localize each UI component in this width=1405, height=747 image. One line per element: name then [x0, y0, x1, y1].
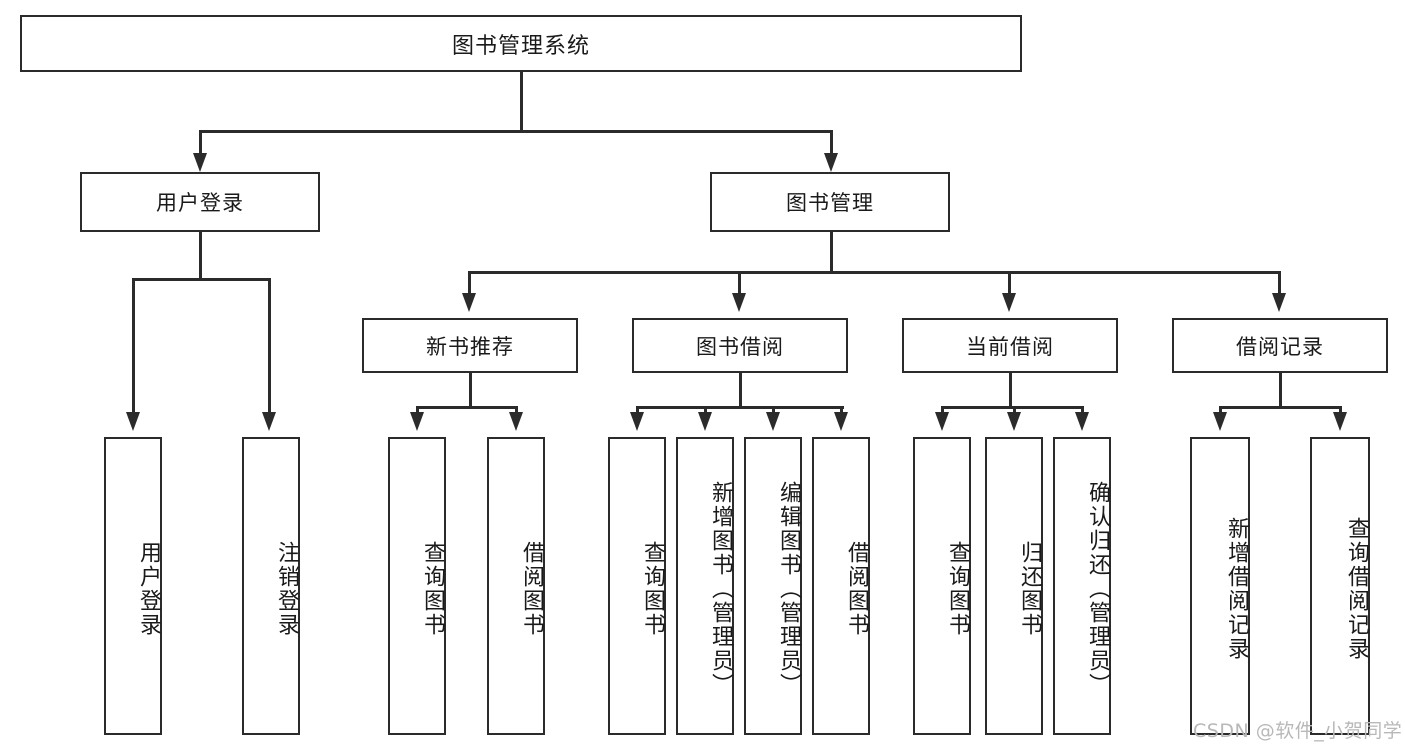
edge-record-drop-2	[1339, 406, 1342, 415]
edge-record-bus	[1219, 406, 1341, 409]
arrow-to-new-book-recommend	[462, 293, 476, 312]
edge-user-drop-1	[132, 278, 135, 415]
node-leaf-add-borrow-record[interactable]: 新增借阅记录	[1190, 437, 1250, 735]
arrow-to-current-borrow	[1002, 293, 1016, 312]
node-user-login[interactable]: 用户登录	[80, 172, 320, 232]
arrow-to-leaf-query-book-1	[410, 412, 424, 431]
edge-current-bus	[941, 406, 1083, 409]
edge-book-drop-3	[1008, 271, 1011, 295]
edge-root-drop-book	[830, 130, 833, 156]
arrow-to-leaf-add-record	[1213, 412, 1227, 431]
arrow-to-leaf-query-book-3	[935, 412, 949, 431]
node-leaf-query-book-recommend[interactable]: 查询图书	[388, 437, 446, 735]
node-leaf-query-book-borrow[interactable]: 查询图书	[608, 437, 666, 735]
edge-recommend-drop-2	[515, 406, 518, 415]
node-leaf-edit-book[interactable]: 编辑图书（管理员）	[744, 437, 802, 735]
node-label: 图书借阅	[696, 334, 784, 359]
arrow-to-leaf-borrow-book-2	[834, 412, 848, 431]
edge-book-drop-2	[738, 271, 741, 295]
node-leaf-add-book[interactable]: 新增图书（管理员）	[676, 437, 734, 735]
edge-current-drop-1	[941, 406, 944, 415]
edge-borrow-drop-4	[840, 406, 843, 415]
arrow-to-leaf-user-login	[126, 412, 140, 431]
node-leaf-logout[interactable]: 注销登录	[242, 437, 300, 735]
edge-root-bus	[199, 130, 833, 133]
edge-borrow-drop-3	[772, 406, 775, 415]
node-leaf-query-book-current[interactable]: 查询图书	[913, 437, 971, 735]
arrow-to-book-borrow	[732, 293, 746, 312]
edge-current-drop-3	[1081, 406, 1084, 415]
arrow-to-leaf-query-record	[1333, 412, 1347, 431]
csdn-watermark: CSDN @软件_小贺同学	[1193, 720, 1403, 742]
node-label: 新书推荐	[426, 334, 514, 359]
arrow-to-leaf-return-book	[1007, 412, 1021, 431]
arrow-to-user-login	[193, 153, 207, 172]
edge-borrow-drop-1	[636, 406, 639, 415]
node-book-borrow[interactable]: 图书借阅	[632, 318, 848, 373]
arrow-to-leaf-borrow-book-1	[509, 412, 523, 431]
node-label: 图书管理系统	[451, 33, 590, 59]
node-book-manage[interactable]: 图书管理	[710, 172, 950, 232]
edge-book-drop-4	[1278, 271, 1281, 295]
edge-user-drop-2	[268, 278, 271, 415]
arrow-to-leaf-logout	[262, 412, 276, 431]
edge-recommend-stem	[469, 373, 472, 406]
node-new-book-recommend[interactable]: 新书推荐	[362, 318, 578, 373]
node-label: 借阅记录	[1236, 334, 1324, 359]
edge-user-stem	[199, 232, 202, 278]
node-current-borrow[interactable]: 当前借阅	[902, 318, 1118, 373]
edge-recommend-drop-1	[416, 406, 419, 415]
edge-current-drop-2	[1013, 406, 1016, 415]
edge-user-bus	[132, 278, 270, 281]
edge-root-stem	[520, 72, 523, 130]
edge-record-drop-1	[1219, 406, 1222, 415]
edge-root-drop-user	[199, 130, 202, 156]
arrow-to-leaf-edit-book	[766, 412, 780, 431]
edge-borrow-drop-2	[704, 406, 707, 415]
node-leaf-query-borrow-record[interactable]: 查询借阅记录	[1310, 437, 1370, 735]
node-label: 图书管理	[786, 191, 874, 215]
edge-book-stem	[830, 232, 833, 271]
node-label: 用户登录	[156, 191, 244, 215]
arrow-to-borrow-record	[1272, 293, 1286, 312]
edge-borrow-bus	[636, 406, 844, 409]
node-leaf-borrow-book[interactable]: 借阅图书	[812, 437, 870, 735]
arrow-to-leaf-confirm-return	[1075, 412, 1089, 431]
edge-record-stem	[1279, 373, 1282, 406]
node-label: 当前借阅	[966, 334, 1054, 359]
node-leaf-borrow-book-recommend[interactable]: 借阅图书	[487, 437, 545, 735]
edge-current-stem	[1009, 373, 1012, 406]
node-leaf-user-login[interactable]: 用户登录	[104, 437, 162, 735]
node-leaf-confirm-return[interactable]: 确认归还（管理员）	[1053, 437, 1111, 735]
node-leaf-return-book[interactable]: 归还图书	[985, 437, 1043, 735]
arrow-to-leaf-query-book-2	[630, 412, 644, 431]
edge-recommend-bus	[416, 406, 518, 409]
edge-book-drop-1	[468, 271, 471, 295]
arrow-to-leaf-add-book	[698, 412, 712, 431]
node-borrow-record[interactable]: 借阅记录	[1172, 318, 1388, 373]
arrow-to-book-manage	[824, 153, 838, 172]
edge-borrow-stem	[739, 373, 742, 406]
edge-book-bus	[468, 271, 1280, 274]
node-root-book-management-system[interactable]: 图书管理系统	[20, 15, 1022, 72]
